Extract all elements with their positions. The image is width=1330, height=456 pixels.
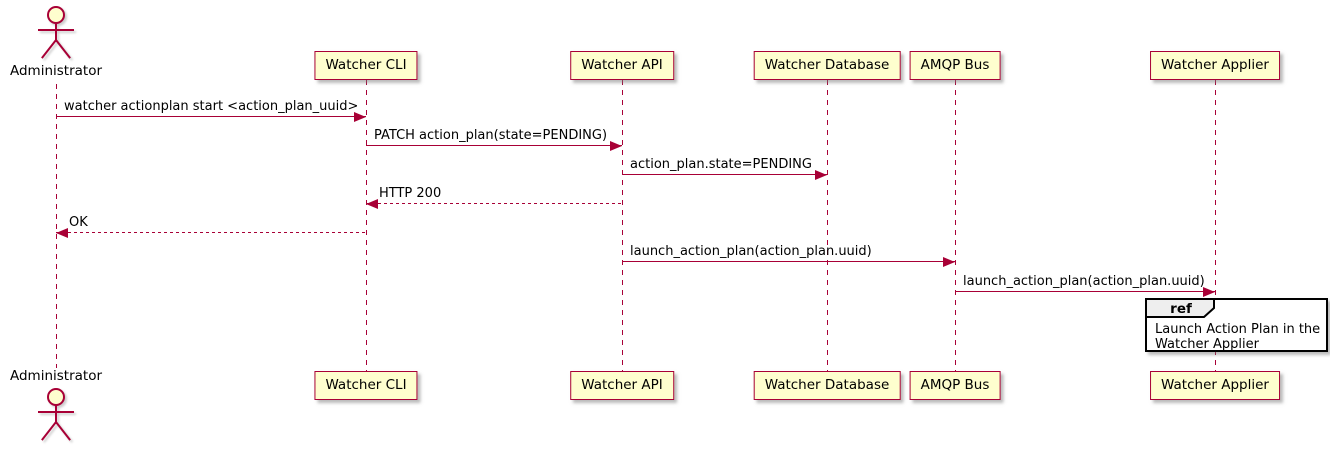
actor-right-leg-line bbox=[55, 39, 71, 59]
participant-box-cli-bottom: Watcher CLI bbox=[314, 371, 418, 400]
message-line bbox=[56, 116, 366, 118]
actor-arms-line bbox=[38, 29, 74, 31]
message-label: launch_action_plan(action_plan.uuid) bbox=[963, 274, 1205, 289]
actor-head-icon bbox=[47, 388, 65, 406]
participant-box-amqp-top: AMQP Bus bbox=[909, 51, 1001, 80]
ref-text-line: Watcher Applier bbox=[1155, 337, 1259, 352]
message-label: watcher actionplan start <action_plan_uu… bbox=[64, 99, 359, 114]
lifeline-administrator bbox=[55, 84, 57, 368]
message-line bbox=[622, 174, 827, 176]
message-line bbox=[622, 261, 955, 263]
message-line bbox=[56, 232, 366, 234]
ref-fragment-tab bbox=[1145, 298, 1217, 323]
participant-box-cli-top: Watcher CLI bbox=[314, 51, 418, 80]
message-line bbox=[955, 291, 1215, 293]
participant-box-api-top: Watcher API bbox=[570, 51, 674, 80]
actor-body-line bbox=[55, 23, 57, 42]
lifeline-applier bbox=[1214, 80, 1216, 371]
message-arrowhead bbox=[56, 227, 68, 238]
actor-left-leg-line bbox=[41, 421, 57, 441]
message-arrowhead bbox=[815, 169, 827, 180]
actor-label-top: Administrator bbox=[9, 63, 103, 79]
message-arrowhead bbox=[1203, 286, 1215, 297]
actor-arms-line bbox=[38, 411, 74, 413]
actor-right-leg-line bbox=[55, 421, 71, 441]
participant-box-db-top: Watcher Database bbox=[753, 51, 901, 80]
message-label: PATCH action_plan(state=PENDING) bbox=[374, 128, 608, 143]
actor-body-line bbox=[55, 405, 57, 424]
message-arrowhead bbox=[943, 256, 955, 267]
message-label: HTTP 200 bbox=[379, 186, 442, 201]
message-label: OK bbox=[69, 215, 88, 230]
message-arrowhead bbox=[610, 140, 622, 151]
actor-label-bottom: Administrator bbox=[9, 368, 103, 384]
actor-figure-top bbox=[36, 6, 76, 64]
participant-box-amqp-bottom: AMQP Bus bbox=[909, 371, 1001, 400]
lifeline-amqp bbox=[954, 80, 956, 371]
message-line bbox=[366, 145, 622, 147]
participant-box-applier-bottom: Watcher Applier bbox=[1150, 371, 1280, 400]
actor-left-leg-line bbox=[41, 39, 57, 59]
lifeline-api bbox=[621, 80, 623, 371]
ref-keyword: ref bbox=[1170, 301, 1192, 317]
participant-box-api-bottom: Watcher API bbox=[570, 371, 674, 400]
participant-box-db-bottom: Watcher Database bbox=[753, 371, 901, 400]
ref-text-line: Launch Action Plan in the bbox=[1155, 322, 1321, 337]
message-line bbox=[366, 203, 622, 205]
message-label: action_plan.state=PENDING bbox=[630, 157, 812, 172]
message-arrowhead bbox=[366, 198, 378, 209]
lifeline-db bbox=[826, 80, 828, 371]
message-arrowhead bbox=[354, 111, 366, 122]
message-label: launch_action_plan(action_plan.uuid) bbox=[630, 244, 872, 259]
lifeline-cli bbox=[365, 80, 367, 371]
actor-figure-bottom bbox=[36, 388, 76, 446]
actor-head-icon bbox=[47, 6, 65, 24]
participant-box-applier-top: Watcher Applier bbox=[1150, 51, 1280, 80]
